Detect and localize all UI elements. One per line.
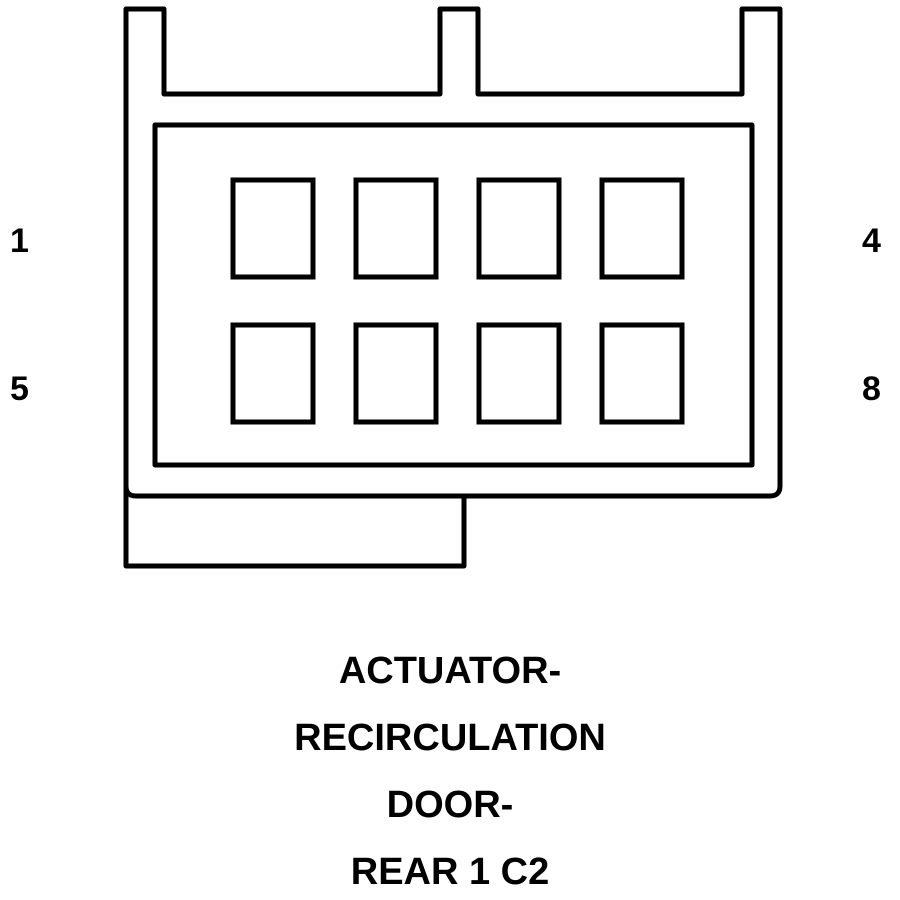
pin-label-8: 8 bbox=[862, 370, 881, 408]
connector-inner-frame bbox=[152, 122, 755, 468]
pin-cavity-6 bbox=[353, 322, 439, 425]
pin-cavity-4 bbox=[599, 177, 685, 280]
pin-cavity-3 bbox=[476, 177, 562, 280]
connector-title-line-4: REAR 1 C2 bbox=[350, 851, 550, 893]
pin-cavity-8 bbox=[599, 322, 685, 425]
pin-cavity-1 bbox=[230, 177, 316, 280]
pin-label-1: 1 bbox=[10, 222, 29, 260]
connector-key-foot bbox=[123, 483, 467, 569]
pin-cavity-2 bbox=[353, 177, 439, 280]
pin-label-5: 5 bbox=[10, 370, 29, 408]
connector-title-line-2: RECIRCULATION bbox=[294, 717, 606, 759]
pin-cavity-5 bbox=[230, 322, 316, 425]
cavity-grid bbox=[230, 177, 685, 425]
pin-cavity-7 bbox=[476, 322, 562, 425]
connector-title-line-1: ACTUATOR- bbox=[338, 650, 562, 692]
connector-title-line-3: DOOR- bbox=[386, 784, 514, 826]
pin-label-4: 4 bbox=[862, 222, 881, 260]
